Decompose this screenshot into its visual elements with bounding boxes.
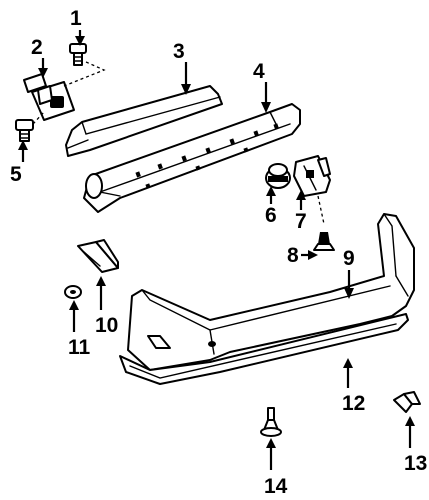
callout-14: 5 bbox=[10, 140, 28, 186]
part-8-stopper bbox=[265, 163, 291, 189]
callout-7-number: 8 bbox=[287, 244, 299, 267]
callout-6: 10 bbox=[95, 276, 118, 337]
callout-9-number: 12 bbox=[342, 392, 365, 415]
callout-2: 11 bbox=[68, 300, 91, 359]
part-11-reinforcement bbox=[65, 85, 223, 157]
part-9-lower-trim bbox=[119, 313, 409, 385]
part-1-bumper-cover bbox=[127, 213, 415, 371]
callout-3: 13 bbox=[404, 416, 427, 475]
callout-7: 8 bbox=[287, 244, 318, 267]
callout-2-number: 11 bbox=[68, 336, 91, 359]
callout-1: 9 bbox=[343, 247, 355, 299]
callout-5-number: 7 bbox=[295, 210, 307, 233]
part-12-bracket bbox=[23, 73, 75, 121]
callout-10: 4 bbox=[253, 60, 271, 113]
bolt-13-guide-line bbox=[63, 61, 106, 87]
absorber-slots bbox=[135, 123, 279, 189]
callout-3-number: 13 bbox=[404, 452, 427, 475]
bracket-5-guide-line bbox=[317, 195, 325, 225]
callout-9: 12 bbox=[342, 358, 365, 415]
callout-8-number: 6 bbox=[265, 204, 277, 227]
part-2-nut bbox=[64, 285, 82, 299]
part-14-bolt bbox=[15, 119, 34, 142]
bolt-14-guide-line bbox=[32, 111, 45, 125]
part-7-clip bbox=[313, 232, 335, 251]
part-10-impact-absorber bbox=[83, 103, 301, 213]
callout-4-number: 14 bbox=[264, 475, 288, 498]
callout-13-number: 1 bbox=[70, 7, 82, 30]
callout-12: 2 bbox=[31, 36, 48, 78]
part-13-bolt bbox=[69, 43, 87, 66]
callout-11-number: 3 bbox=[173, 40, 185, 63]
callout-6-number: 10 bbox=[95, 314, 118, 337]
part-5-side-bracket bbox=[293, 155, 331, 197]
callout-14-number: 5 bbox=[10, 163, 22, 186]
callout-10-number: 4 bbox=[253, 60, 265, 83]
callout-4: 14 bbox=[264, 438, 288, 498]
callout-8: 6 bbox=[265, 186, 277, 227]
callout-13: 1 bbox=[70, 7, 85, 46]
part-4-screw bbox=[260, 407, 282, 437]
callout-1-number: 9 bbox=[343, 247, 355, 270]
callout-12-number: 2 bbox=[31, 36, 43, 59]
part-6-bracket bbox=[77, 239, 119, 273]
callout-5: 7 bbox=[295, 190, 307, 233]
part-3-pin bbox=[393, 391, 421, 413]
callout-11: 3 bbox=[173, 40, 191, 95]
